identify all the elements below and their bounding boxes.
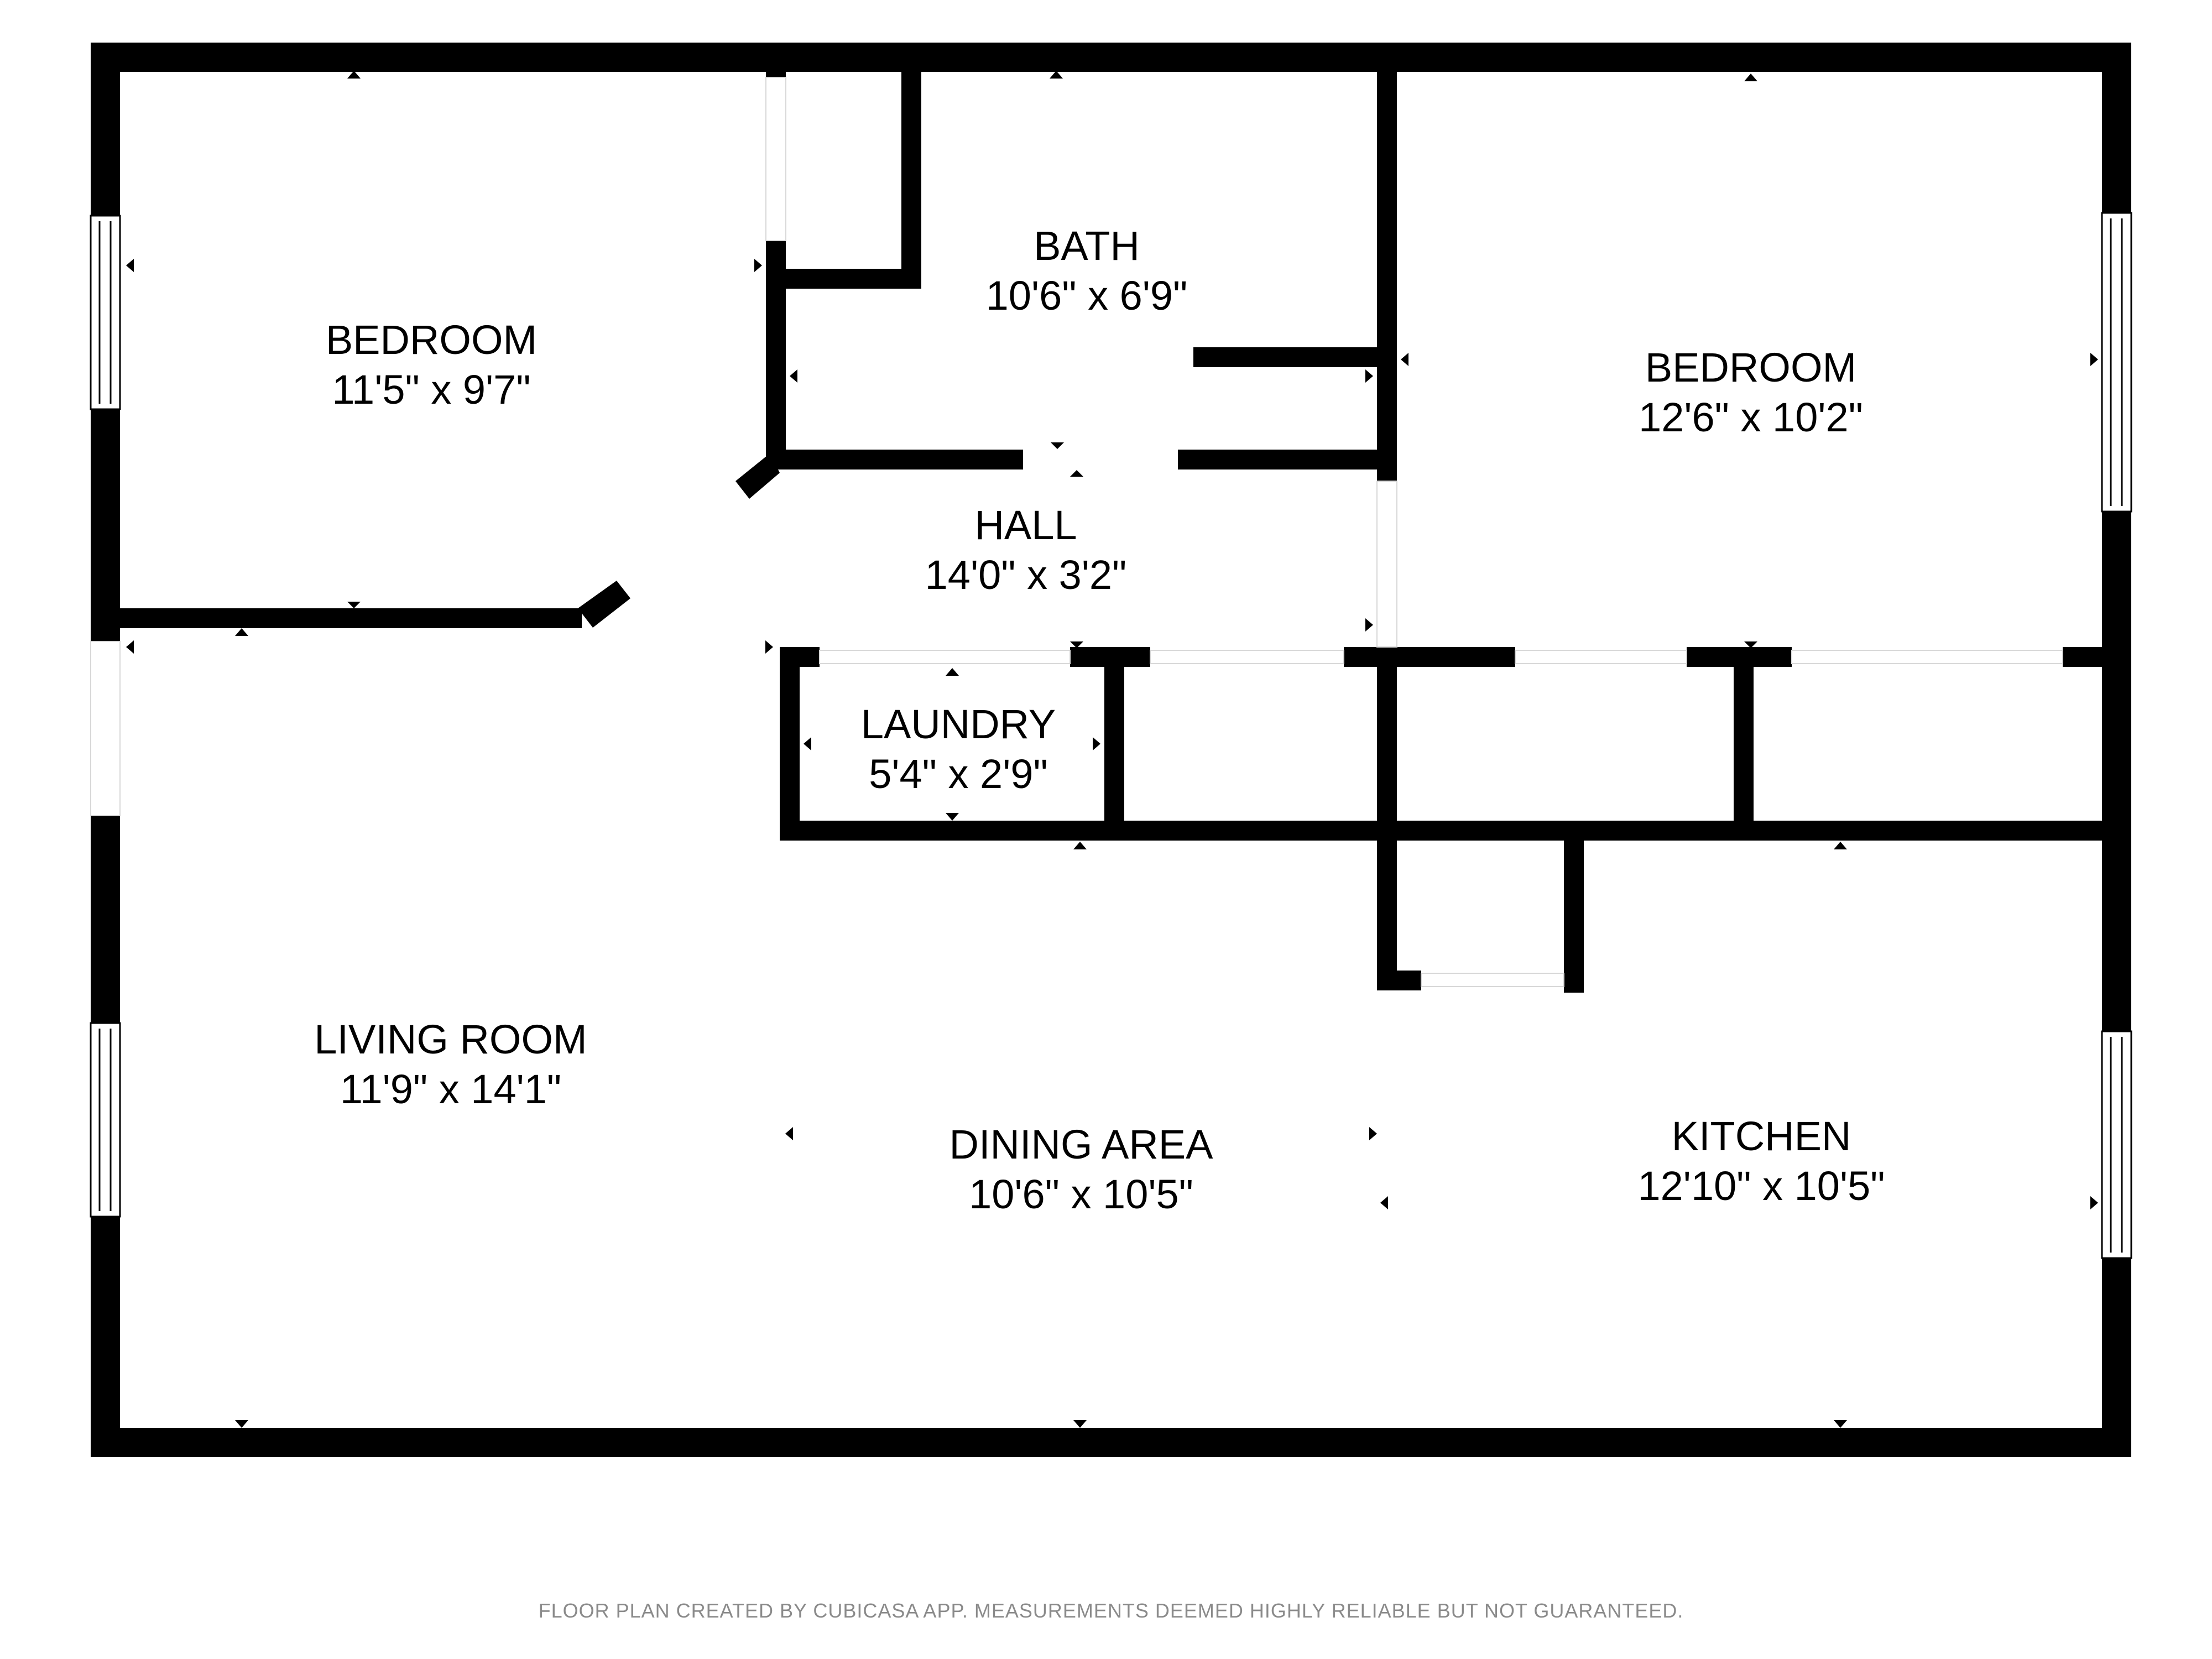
marker xyxy=(2090,1196,2098,1209)
marker xyxy=(347,71,361,79)
doorway-living-left xyxy=(90,641,121,816)
marker xyxy=(347,602,361,608)
room-name: LIVING ROOM xyxy=(314,1016,587,1062)
room-dimensions: 10'6" x 6'9" xyxy=(986,273,1188,319)
wall-bedroom-left-south xyxy=(120,608,582,628)
marker xyxy=(1744,641,1757,648)
wall-closet-east xyxy=(901,72,921,289)
marker xyxy=(235,1420,248,1428)
marker xyxy=(785,1127,793,1140)
room-living-room: LIVING ROOM 11'9" x 14'1" xyxy=(314,1016,587,1112)
marker xyxy=(1834,1420,1847,1428)
marker xyxy=(765,640,773,654)
marker xyxy=(126,259,134,272)
room-name: BATH xyxy=(1034,223,1140,269)
wall-closet-row-bottom xyxy=(780,821,2104,841)
room-name: LAUNDRY xyxy=(861,701,1056,747)
window-kitchen xyxy=(2101,1030,2132,1259)
footer-disclaimer: FLOOR PLAN CREATED BY CUBICASA APP. MEAS… xyxy=(539,1599,1684,1622)
marker xyxy=(1050,71,1063,79)
wall-laundry-east xyxy=(1104,647,1124,841)
window-bedroom-left xyxy=(90,215,121,410)
wall-closet-divider-1 xyxy=(1377,647,1397,984)
room-name: KITCHEN xyxy=(1672,1113,1851,1159)
doorway-closet-right xyxy=(1791,650,2063,664)
marker xyxy=(1070,641,1083,648)
wall-bath-stub xyxy=(1193,347,1384,367)
marker xyxy=(1401,353,1408,366)
marker xyxy=(1380,1196,1388,1209)
doorway-closet-mid xyxy=(1150,650,1344,664)
marker xyxy=(1073,1420,1087,1428)
wall-exterior-top xyxy=(91,43,2131,72)
marker xyxy=(1093,737,1100,750)
room-name: HALL xyxy=(974,502,1077,548)
marker xyxy=(1051,442,1064,449)
doorway-closet-mid2 xyxy=(1515,650,1687,664)
doorway-pantry xyxy=(1421,973,1564,987)
marker xyxy=(1834,842,1847,849)
marker xyxy=(235,628,248,636)
room-dimensions: 12'6" x 10'2" xyxy=(1639,394,1863,440)
wall-pantry-east xyxy=(1564,841,1584,993)
wall-bedroom-left-diagonal xyxy=(578,581,630,628)
wall-closet-top-mid xyxy=(1344,647,1515,667)
marker xyxy=(1744,74,1757,81)
wall-bath-west xyxy=(766,241,786,459)
window-living-room xyxy=(90,1022,121,1218)
room-kitchen: KITCHEN 12'10" x 10'5" xyxy=(1638,1113,1885,1209)
room-dimensions: 14'0" x 3'2" xyxy=(925,552,1127,598)
marker xyxy=(1369,1127,1377,1140)
room-dimensions: 10'6" x 10'5" xyxy=(969,1171,1193,1217)
doorways xyxy=(90,77,2063,987)
room-name: BEDROOM xyxy=(326,317,537,363)
room-bedroom-left: BEDROOM 11'5" x 9'7" xyxy=(326,317,537,413)
wall-closet-south xyxy=(786,269,921,289)
room-dimensions: 11'5" x 9'7" xyxy=(332,367,530,413)
room-name: BEDROOM xyxy=(1645,345,1856,390)
room-laundry: LAUNDRY 5'4" x 2'9" xyxy=(861,701,1056,797)
wall-bath-east xyxy=(1377,72,1397,481)
dimension-markers xyxy=(126,71,2098,1428)
wall-pantry-bottom-left xyxy=(1377,971,1421,990)
marker xyxy=(1365,618,1373,632)
room-hall: HALL 14'0" x 3'2" xyxy=(925,502,1127,598)
wall-bath-south-right xyxy=(1178,450,1394,469)
wall-exterior-bottom xyxy=(91,1428,2131,1457)
room-bedroom-right: BEDROOM 12'6" x 10'2" xyxy=(1639,345,1863,440)
room-name: DINING AREA xyxy=(950,1121,1214,1167)
marker xyxy=(1070,470,1083,477)
marker xyxy=(946,668,959,676)
room-dimensions: 5'4" x 2'9" xyxy=(869,751,1048,797)
marker xyxy=(126,640,134,654)
marker xyxy=(804,737,811,750)
room-dining-area: DINING AREA 10'6" x 10'5" xyxy=(950,1121,1214,1217)
room-dimensions: 11'9" x 14'1" xyxy=(340,1066,561,1112)
marker xyxy=(754,259,762,272)
window-bedroom-right xyxy=(2101,212,2132,513)
marker xyxy=(790,369,797,383)
wall-closet-top-right xyxy=(2063,647,2104,667)
doorway-laundry xyxy=(819,650,1071,664)
doorway-bedroom-right xyxy=(1376,481,1397,648)
marker xyxy=(946,813,959,821)
wall-bath-south-left xyxy=(766,450,1023,469)
wall-closet-divider-2 xyxy=(1734,647,1754,841)
marker xyxy=(1073,842,1087,849)
room-bath: BATH 10'6" x 6'9" xyxy=(986,223,1188,319)
marker xyxy=(1365,369,1373,383)
marker xyxy=(2090,353,2098,366)
wall-laundry-west xyxy=(780,647,800,841)
doorway-bedroom-left xyxy=(765,77,786,241)
room-dimensions: 12'10" x 10'5" xyxy=(1638,1163,1885,1209)
wall-bath-west-top xyxy=(766,72,786,77)
